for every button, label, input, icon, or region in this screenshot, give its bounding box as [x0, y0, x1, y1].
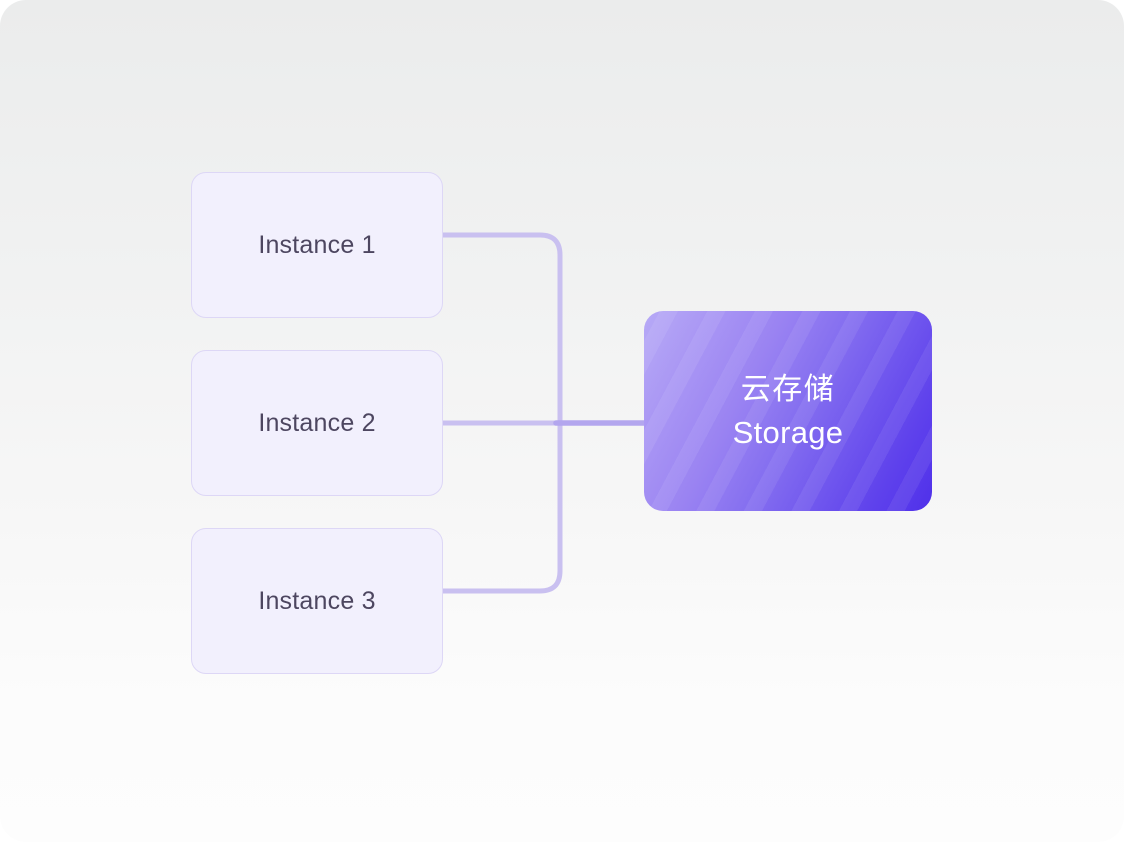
instance-3-label: Instance 3 — [258, 586, 376, 615]
node-instance-1[interactable]: Instance 1 — [191, 172, 443, 318]
storage-stripe-texture — [644, 311, 932, 511]
connector-instance-3 — [440, 420, 563, 594]
connector-instance-1 — [440, 232, 563, 426]
storage-label-cn: 云存储 — [740, 373, 836, 407]
node-cloud-storage[interactable]: 云存储 Storage — [644, 311, 932, 511]
instance-2-label: Instance 2 — [258, 408, 376, 437]
node-instance-2[interactable]: Instance 2 — [191, 350, 443, 496]
storage-label-en: Storage — [732, 414, 844, 450]
node-instance-3[interactable]: Instance 3 — [191, 528, 443, 674]
instance-1-label: Instance 1 — [258, 230, 376, 259]
